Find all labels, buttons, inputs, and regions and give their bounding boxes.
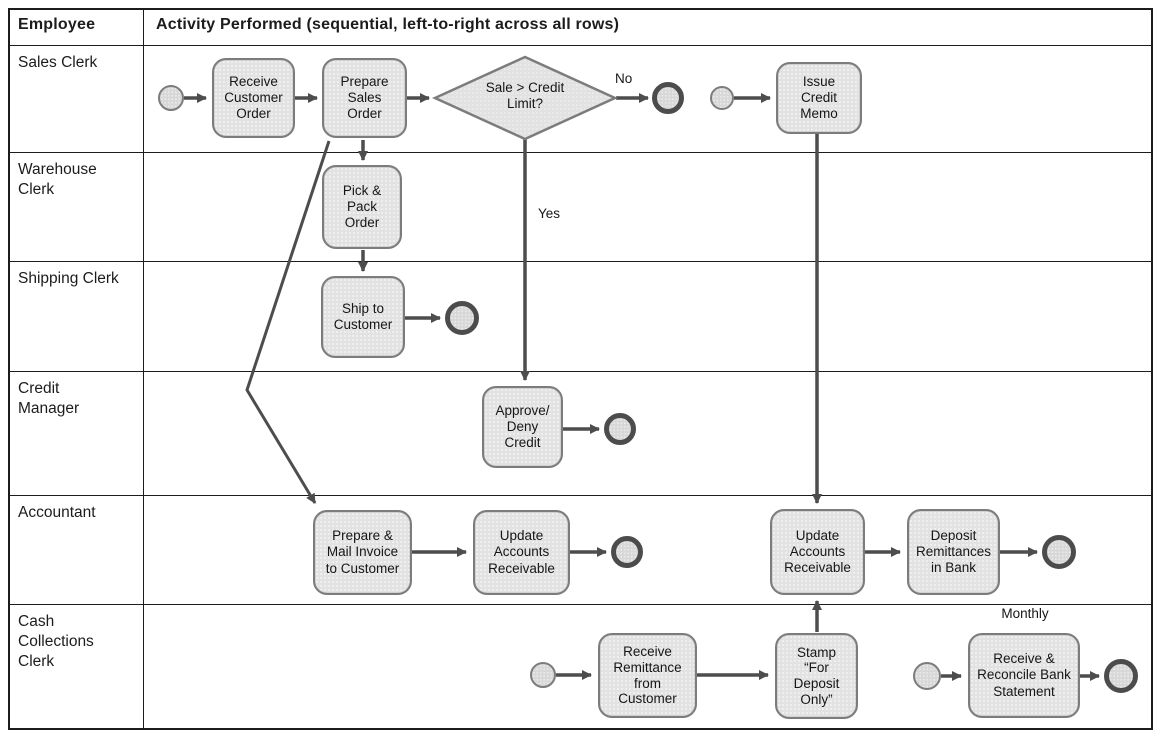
lane-shipping-clerk: Shipping Clerk (18, 270, 119, 287)
start-event-circle (530, 662, 556, 688)
edge-prepare-order-to-prepare-mail-invoice (245, 140, 331, 504)
lane-sales-clerk: Sales Clerk (18, 54, 98, 71)
header-employee: Employee (18, 16, 96, 33)
decision-diamond-sale-credit-limit (431, 55, 619, 141)
node-approve-deny-credit: Approve/ Deny Credit (482, 386, 563, 468)
swimlane-table-border (8, 8, 1153, 730)
lane-accountant: Accountant (18, 504, 96, 521)
node-deposit-remittances: Deposit Remittances in Bank (907, 509, 1000, 595)
node-receive-reconcile-bank: Receive & Reconcile Bank Statement (968, 633, 1080, 718)
node-stamp-for-deposit-only: Stamp “For Deposit Only” (775, 633, 858, 719)
edge-label-no: No (615, 71, 633, 86)
node-update-accounts-receivable-2: Update Accounts Receivable (770, 509, 865, 595)
edge-label-monthly: Monthly (1001, 606, 1049, 621)
start-event-circle (913, 662, 941, 690)
start-event-circle (710, 86, 734, 110)
node-receive-customer-order: Receive Customer Order (212, 58, 295, 138)
header-activity: Activity Performed (sequential, left-to-… (156, 16, 620, 33)
start-event-circle (158, 85, 184, 111)
end-event-circle (611, 536, 643, 568)
row-divider (8, 604, 1153, 605)
row-divider (8, 261, 1153, 262)
row-divider (8, 371, 1153, 372)
row-divider (8, 152, 1153, 153)
node-receive-remittance: Receive Remittance from Customer (598, 633, 697, 718)
column-divider (143, 8, 144, 730)
end-event-circle (652, 82, 684, 114)
lane-cash-collections-clerk: Cash Collections Clerk (18, 613, 94, 670)
node-issue-credit-memo: Issue Credit Memo (776, 62, 862, 134)
lane-credit-manager: Credit Manager (18, 380, 80, 417)
row-divider (8, 495, 1153, 496)
end-event-circle (604, 413, 636, 445)
end-event-circle (445, 301, 479, 335)
node-update-accounts-receivable-1: Update Accounts Receivable (473, 510, 570, 595)
row-divider (8, 45, 1153, 46)
node-prepare-mail-invoice: Prepare & Mail Invoice to Customer (313, 510, 412, 595)
lane-warehouse-clerk: Warehouse Clerk (18, 161, 97, 198)
decision-label: Sale > Credit Limit? (485, 80, 565, 112)
edge-label-yes: Yes (538, 206, 561, 221)
node-pick-pack-order: Pick & Pack Order (322, 165, 402, 249)
node-ship-to-customer: Ship to Customer (321, 276, 405, 358)
end-event-circle (1042, 535, 1076, 569)
node-prepare-sales-order: Prepare Sales Order (322, 58, 407, 138)
end-event-circle (1104, 659, 1138, 693)
